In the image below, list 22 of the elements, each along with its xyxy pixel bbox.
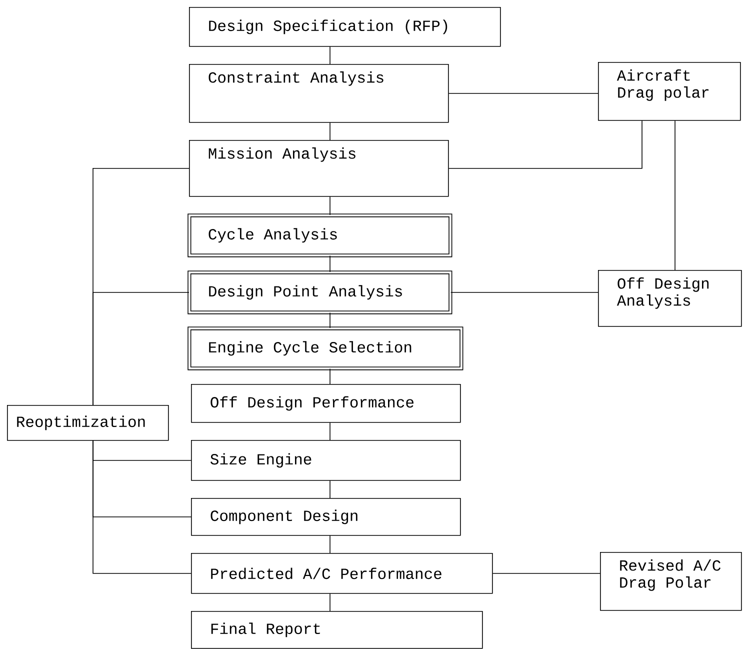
- process-box: Mission Analysis: [189, 140, 449, 197]
- connector-line: [448, 93, 598, 94]
- process-box: Constraint Analysis: [189, 64, 449, 123]
- process-box: Cycle Analysis: [188, 214, 452, 258]
- process-box: Design Specification (RFP): [189, 7, 501, 47]
- connector-line: [448, 120, 642, 169]
- input-box: Aircraft Drag polar: [598, 62, 741, 121]
- process-box: Off Design Performance: [191, 384, 461, 423]
- input-box: Revised A/C Drag Polar: [600, 552, 742, 611]
- feedback-box: Reoptimization: [7, 405, 169, 441]
- connector-line: [674, 120, 676, 270]
- process-box: Component Design: [191, 498, 461, 536]
- process-box: Design Point Analysis: [188, 270, 452, 314]
- process-box: Engine Cycle Selection: [188, 326, 464, 370]
- connector-line: [492, 573, 600, 574]
- process-box: Predicted A/C Performance: [191, 553, 493, 594]
- process-box: Final Report: [191, 611, 483, 649]
- input-box: Off Design Analysis: [598, 270, 742, 327]
- process-box: Size Engine: [191, 440, 461, 481]
- connector-line: [450, 292, 598, 293]
- connector-line: [92, 292, 190, 406]
- connector-line: [92, 440, 192, 574]
